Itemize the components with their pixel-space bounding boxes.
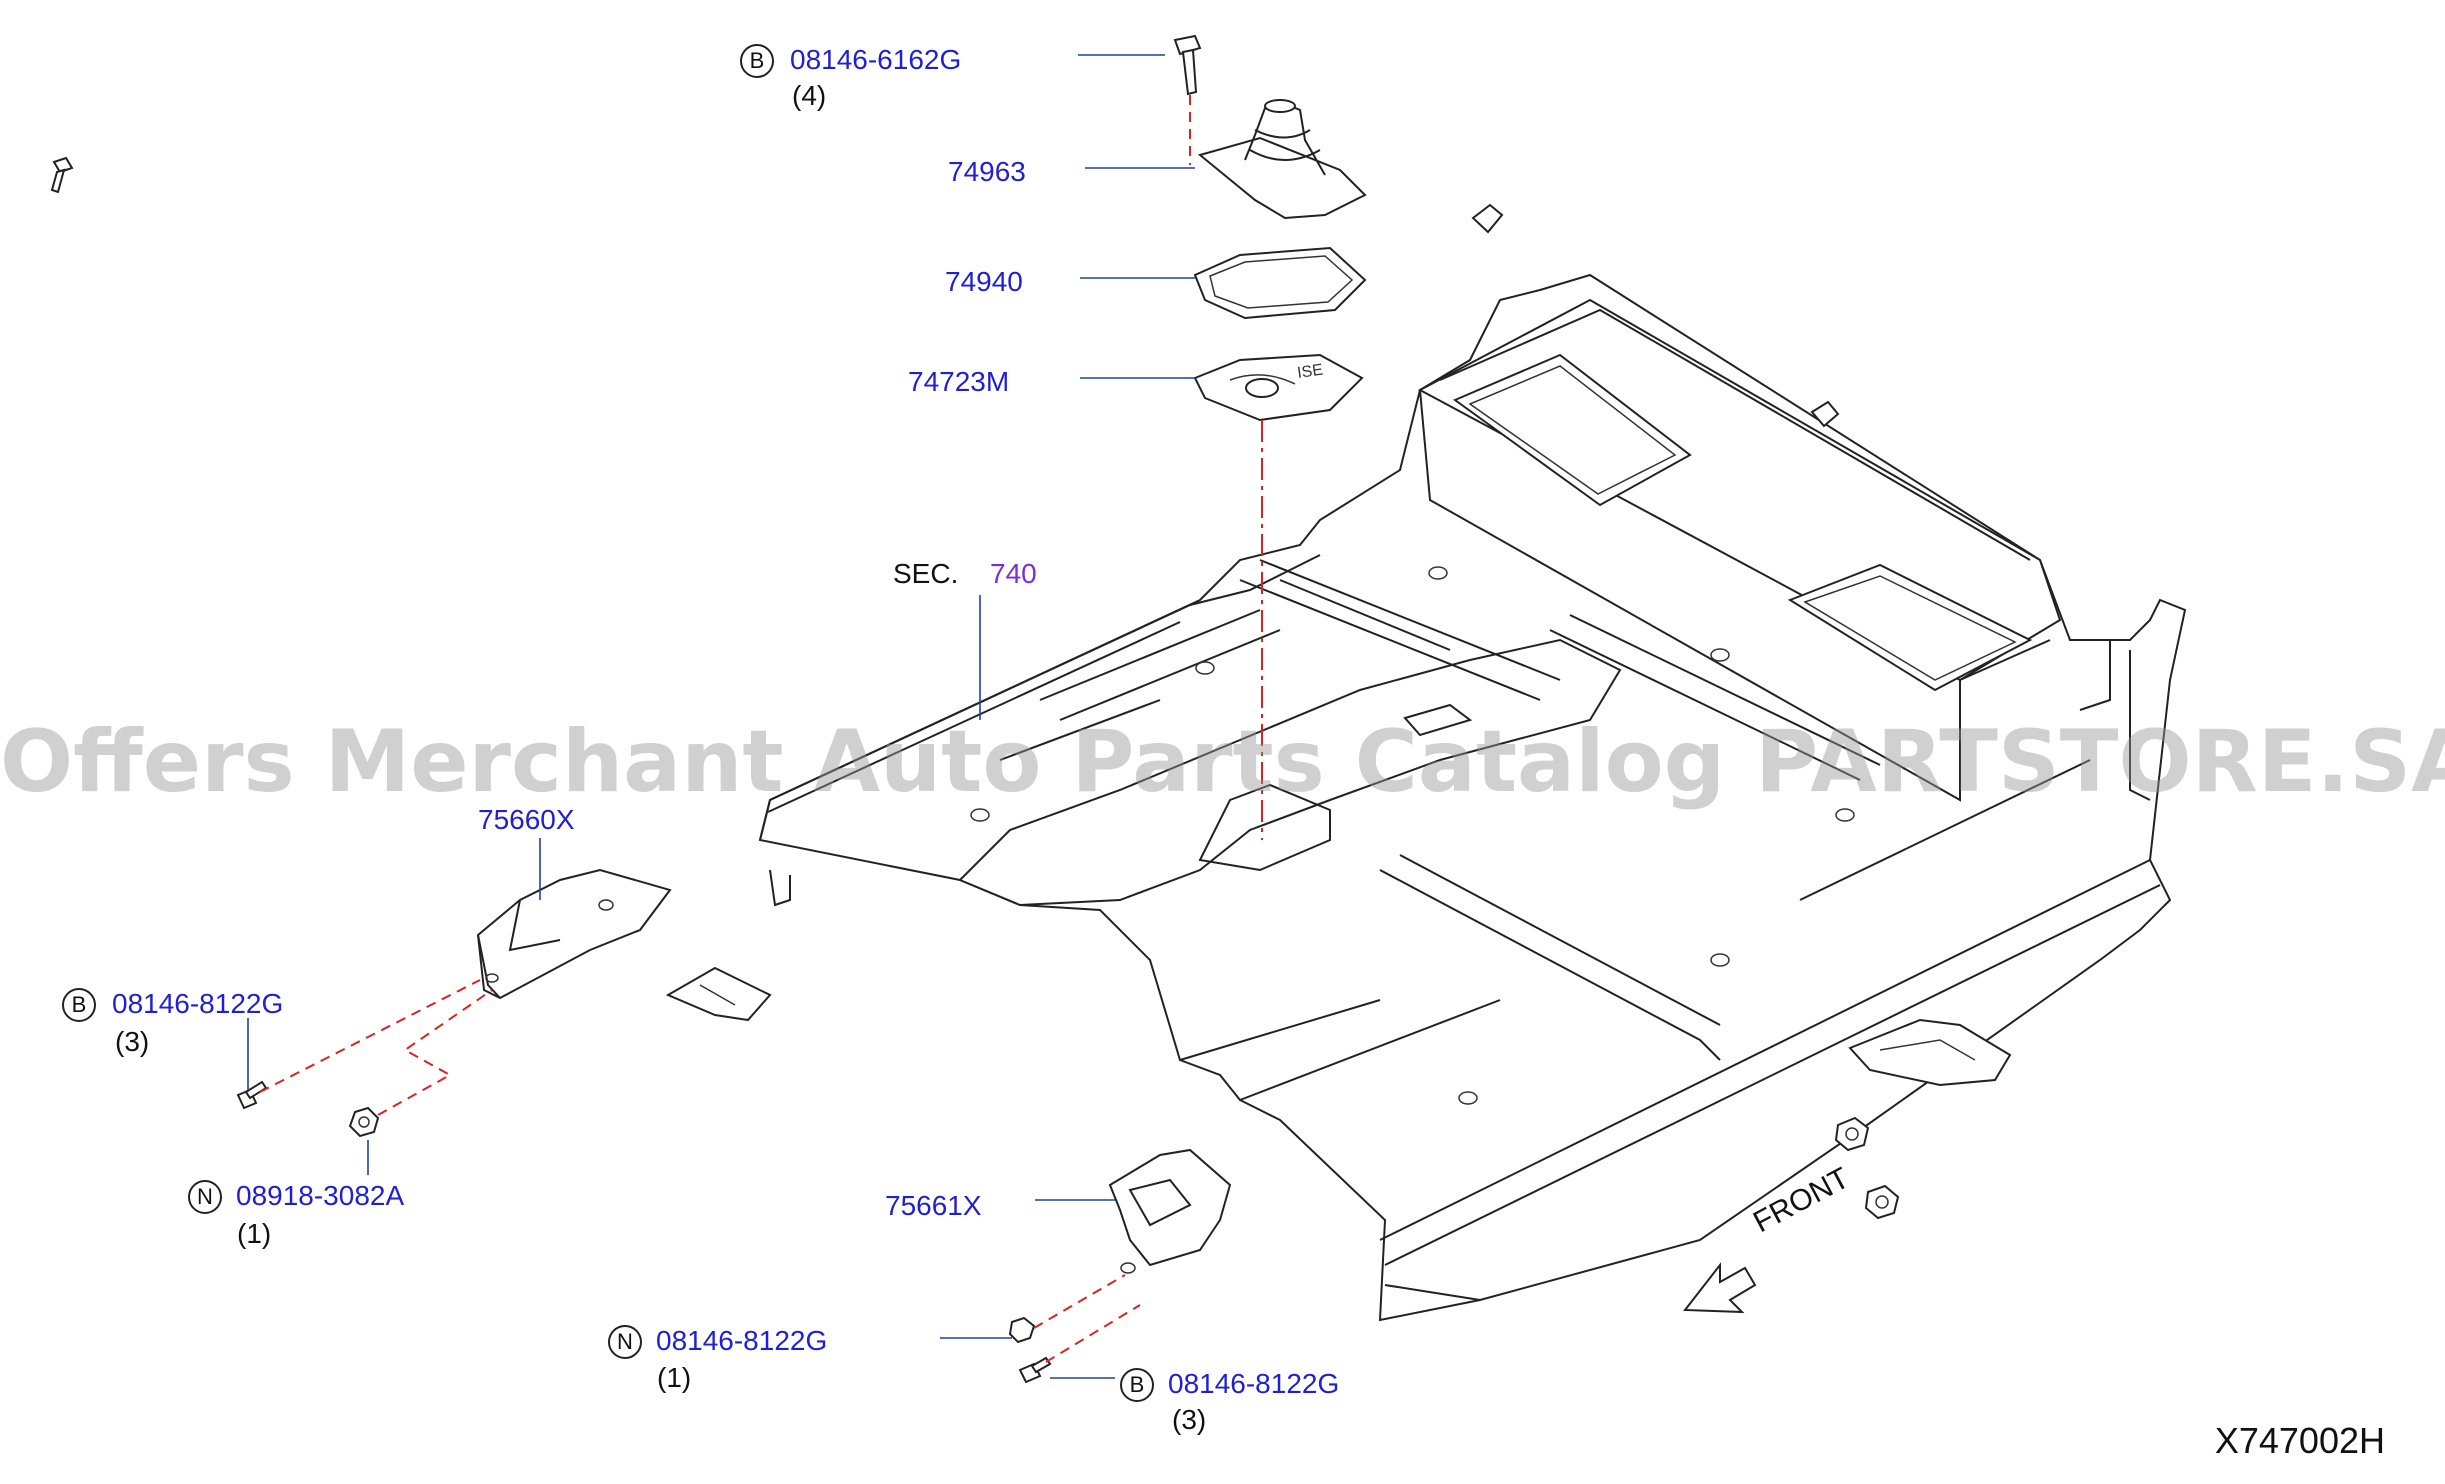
marker-b: B bbox=[62, 988, 96, 1022]
svg-text:ISE: ISE bbox=[1296, 362, 1324, 382]
clip-icon bbox=[1471, 203, 1840, 428]
nut-icon bbox=[1834, 1116, 1870, 1152]
floor-panel[interactable] bbox=[758, 273, 2187, 1322]
boot-seal-74940[interactable] bbox=[1193, 246, 1367, 320]
section-prefix: SEC. bbox=[893, 558, 959, 589]
front-arrow-icon bbox=[1683, 1262, 1757, 1314]
part-qty: (1) bbox=[237, 1218, 272, 1249]
marker-b: B bbox=[1120, 1368, 1154, 1402]
marker-b: B bbox=[740, 44, 774, 78]
part-link-08146-6162G[interactable]: 08146-6162G bbox=[790, 44, 962, 75]
nut-icon[interactable] bbox=[348, 1106, 380, 1138]
shift-boot-74963[interactable] bbox=[1197, 99, 1367, 220]
part-link-74963[interactable]: 74963 bbox=[948, 156, 1026, 187]
diagram-code: X747002H bbox=[2214, 1420, 2385, 1461]
side-bracket bbox=[1848, 1018, 2012, 1087]
loose-bolt-icon bbox=[50, 156, 74, 194]
part-qty: (1) bbox=[657, 1362, 692, 1393]
bracket-75661X[interactable] bbox=[1108, 1148, 1232, 1274]
part-qty: (4) bbox=[792, 80, 827, 111]
marker-n: N bbox=[188, 1180, 222, 1214]
nut-icon bbox=[1864, 1184, 1900, 1220]
assembly-line bbox=[259, 979, 481, 1093]
bolt-icon[interactable] bbox=[1018, 1356, 1052, 1384]
section-link-740[interactable]: 740 bbox=[990, 558, 1037, 589]
small-bracket bbox=[665, 966, 772, 1022]
bolt-icon[interactable] bbox=[1173, 34, 1202, 96]
assembly-line bbox=[1033, 1274, 1126, 1329]
assembly-line bbox=[1045, 1304, 1141, 1363]
part-qty: (3) bbox=[115, 1026, 150, 1057]
nut-icon[interactable] bbox=[1008, 1316, 1036, 1344]
part-link-75660X[interactable]: 75660X bbox=[478, 804, 575, 835]
part-link-08146-8122G[interactable]: 08146-8122G bbox=[656, 1325, 828, 1356]
boot-retainer-74723M[interactable]: ISE bbox=[1193, 353, 1364, 422]
marker-n: N bbox=[608, 1325, 642, 1359]
bracket-75660X[interactable] bbox=[476, 868, 672, 1000]
bolt-icon[interactable] bbox=[236, 1080, 268, 1110]
part-qty: (3) bbox=[1172, 1404, 1207, 1435]
assembly-line bbox=[377, 989, 493, 1116]
part-link-74940[interactable]: 74940 bbox=[945, 266, 1023, 297]
part-link-75661X[interactable]: 75661X bbox=[885, 1190, 982, 1221]
part-link-08146-8122G[interactable]: 08146-8122G bbox=[112, 988, 284, 1019]
part-link-74723M[interactable]: 74723M bbox=[908, 366, 1010, 397]
part-link-08918-3082A[interactable]: 08918-3082A bbox=[236, 1180, 405, 1211]
part-link-08146-8122G[interactable]: 08146-8122G bbox=[1168, 1368, 1340, 1399]
